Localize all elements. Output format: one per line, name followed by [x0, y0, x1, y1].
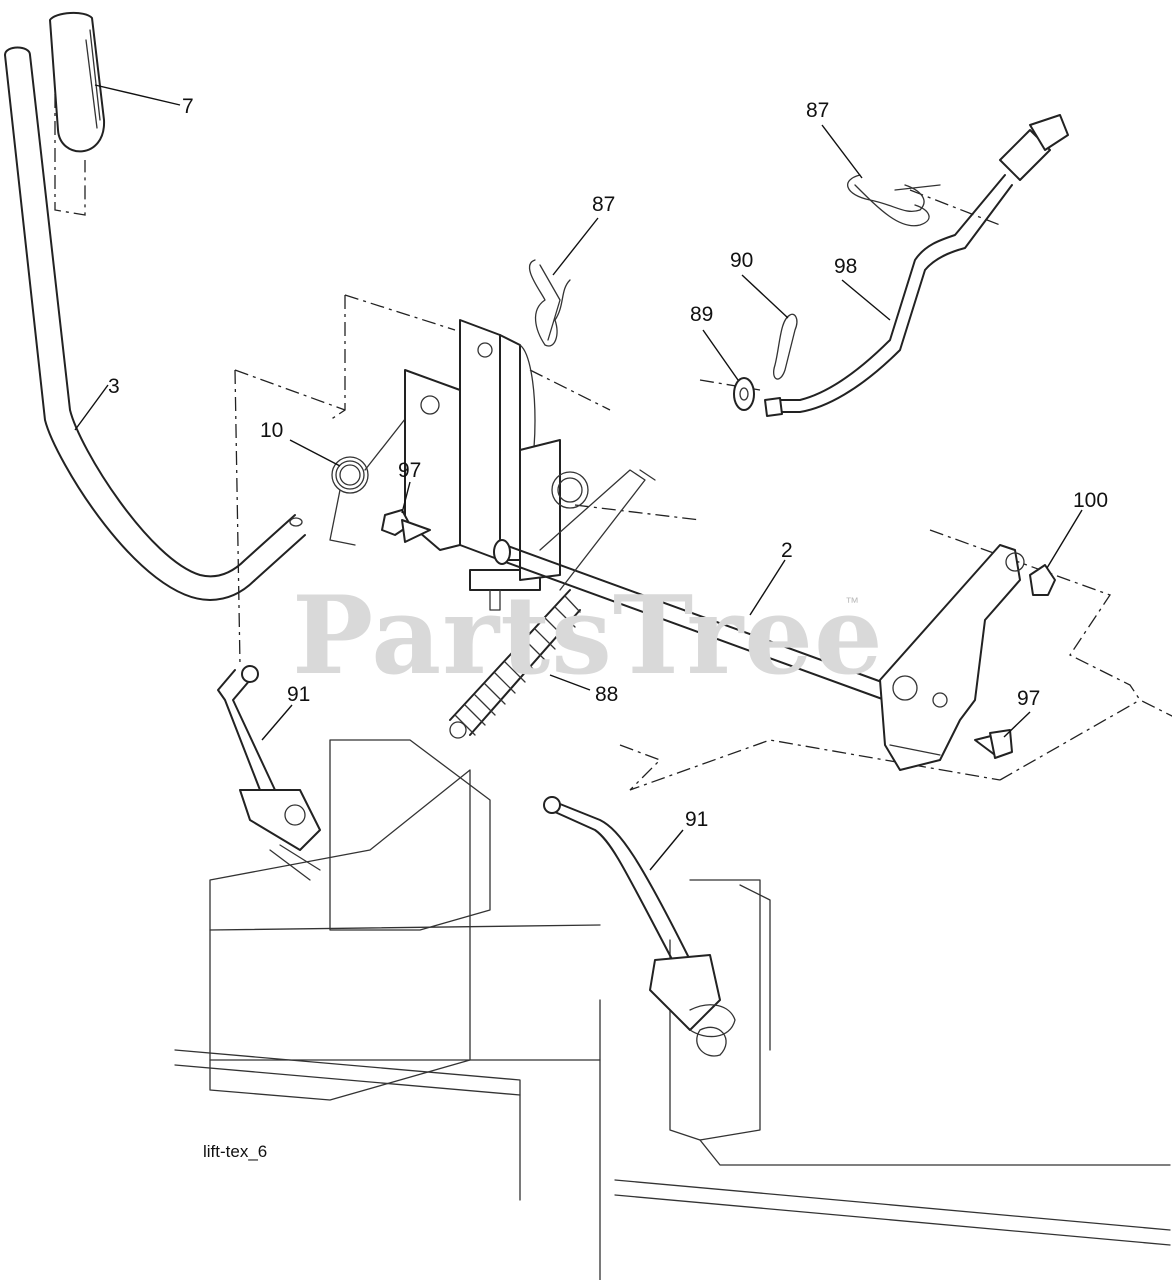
tension-spring-part	[449, 589, 581, 739]
callout-7: 7	[182, 95, 194, 118]
diagram-caption: lift-tex_6	[203, 1142, 268, 1161]
callout-97-left: 97	[398, 459, 422, 482]
mounting-bracket	[404, 319, 589, 611]
mower-deck-frame	[174, 739, 1171, 1280]
spring-hook-wire	[539, 469, 656, 591]
shaft-arm-right	[879, 544, 1025, 771]
callout-leaders	[74, 84, 1083, 871]
hair-pin-left-part	[528, 259, 571, 347]
callout-91-left: 91	[287, 683, 311, 706]
callout-10: 10	[260, 419, 284, 442]
bolt-right-part	[974, 729, 1013, 759]
callout-89: 89	[690, 303, 714, 326]
watermark-trademark: ™	[845, 594, 859, 610]
bolt-left-part	[381, 509, 431, 543]
callout-2: 2	[781, 539, 793, 562]
callout-88: 88	[595, 683, 619, 706]
callout-3: 3	[108, 375, 120, 398]
washer-part	[733, 377, 755, 411]
callout-91-right: 91	[685, 808, 709, 831]
hair-pin-right-part	[847, 174, 941, 227]
callout-100: 100	[1073, 489, 1109, 512]
assembly-guide-lines	[54, 40, 1172, 791]
lift-shaft-part	[493, 539, 891, 701]
callout-98: 98	[834, 255, 858, 278]
link-left-part	[217, 665, 321, 881]
clip-part	[773, 313, 798, 380]
lift-lever-part	[4, 46, 306, 601]
callout-97-right: 97	[1017, 687, 1041, 710]
callout-90: 90	[730, 249, 754, 272]
nut-part	[1029, 564, 1056, 596]
callout-87-left: 87	[592, 193, 616, 216]
handle-grip-part	[49, 12, 106, 153]
link-right-part	[543, 796, 736, 1057]
watermark-logo: PartsTree	[292, 573, 884, 699]
callout-87-right: 87	[806, 99, 830, 122]
lift-rod-part	[764, 114, 1069, 417]
